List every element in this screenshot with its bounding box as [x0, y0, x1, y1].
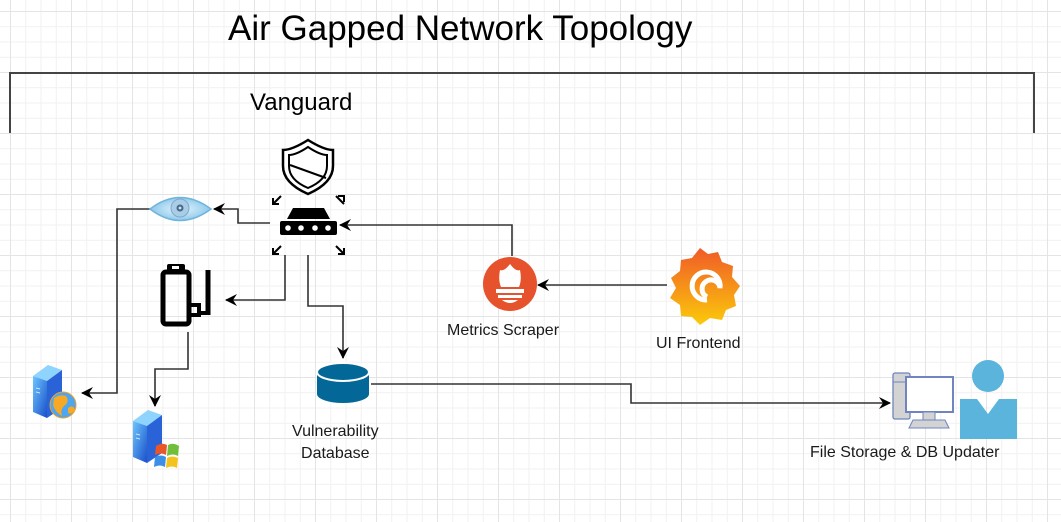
- edge-router-db: [307, 255, 349, 359]
- shield-icon[interactable]: [281, 138, 335, 196]
- edge-router-usb: [225, 255, 286, 306]
- metrics-scraper-label: Metrics Scraper: [447, 322, 560, 339]
- vuln-label-line2: Database: [301, 445, 370, 462]
- vulnerability-database-label: Vulnerability Database: [292, 421, 379, 465]
- eye-icon[interactable]: [148, 196, 213, 222]
- grafana-icon[interactable]: [670, 248, 740, 325]
- file-storage-label: File Storage & DB Updater: [810, 444, 1000, 461]
- database-icon[interactable]: [316, 362, 370, 403]
- vanguard-boundary: [9, 72, 1035, 133]
- windows-server-icon[interactable]: [133, 410, 179, 468]
- vuln-label-line1: Vulnerability: [292, 423, 379, 440]
- edge-scraper-router: [339, 219, 513, 256]
- edge-router-monitor: [213, 203, 270, 224]
- edge-monitor-webserver: [81, 208, 150, 399]
- boundary-label: Vanguard: [250, 89, 353, 116]
- router-icon[interactable]: [272, 195, 345, 255]
- workstation-user-icon[interactable]: [892, 360, 1017, 439]
- edge-usb-winserver: [149, 332, 189, 407]
- edge-db-filestorage: [371, 383, 891, 409]
- usb-icon[interactable]: [160, 264, 211, 327]
- web-server-icon[interactable]: [33, 365, 77, 419]
- prometheus-icon[interactable]: [483, 257, 537, 311]
- ui-frontend-label: UI Frontend: [656, 335, 741, 352]
- diagram-title: Air Gapped Network Topology: [228, 9, 693, 48]
